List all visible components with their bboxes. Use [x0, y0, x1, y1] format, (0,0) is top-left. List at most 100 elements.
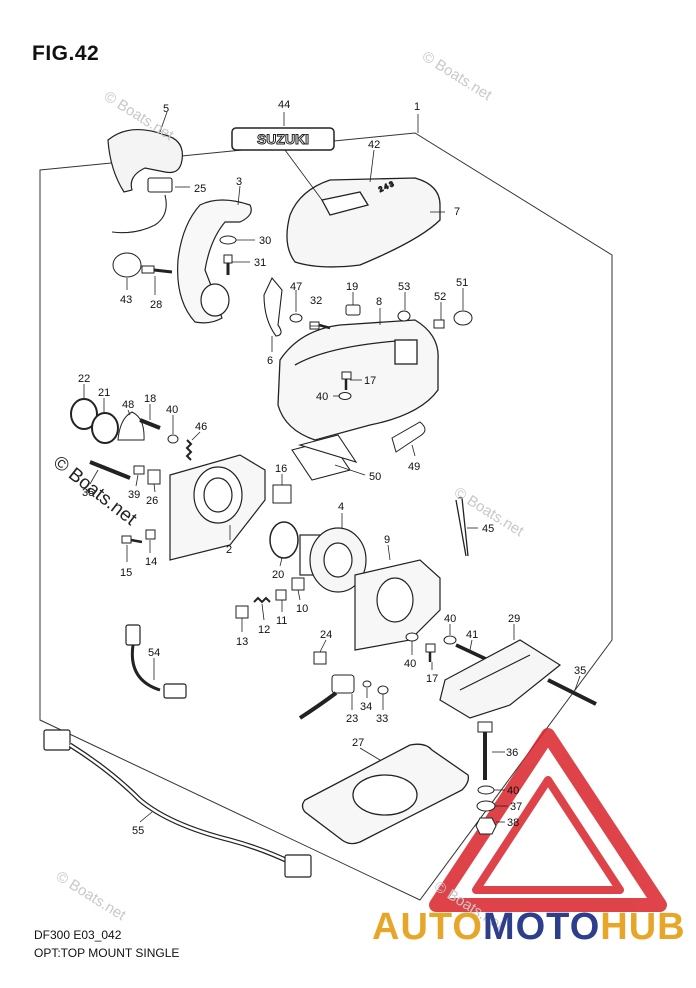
suzuki-emblem-text: SUZUKI [257, 131, 309, 147]
side-housing-2-part [169, 454, 266, 561]
callout-15: 15 [120, 567, 132, 579]
clip-26-part [147, 469, 161, 485]
harness-54-part [125, 624, 187, 699]
callout-23: 23 [346, 713, 358, 725]
callout-42: 42 [368, 139, 380, 151]
screw-35-left-part [89, 460, 131, 480]
callout-6: 6 [267, 355, 273, 367]
callout-39: 39 [128, 489, 140, 501]
screw-35-right-part [547, 678, 597, 706]
top-cover-7-part: 2 4 3 [286, 177, 441, 268]
callout-48: 48 [122, 399, 134, 411]
washer-34-part [362, 680, 372, 688]
cable-tie-45-part [455, 497, 469, 557]
nut-33-part [377, 685, 389, 695]
bracket-29-part [439, 639, 562, 719]
callout-19: 19 [346, 281, 358, 293]
callout-17-lower: 17 [426, 673, 438, 685]
callout-27: 27 [352, 737, 364, 749]
callout-18: 18 [144, 393, 156, 405]
spring-46-part [185, 439, 193, 461]
bolt-36-part [477, 721, 493, 780]
block-13-part [235, 605, 249, 619]
callout-43: 43 [120, 294, 132, 306]
leader-lines [83, 111, 581, 823]
clip-6-part [263, 276, 283, 337]
callout-1: 1 [414, 101, 420, 113]
gear-4-part [299, 527, 367, 593]
callout-9: 9 [384, 534, 390, 546]
callout-17-upper: 17 [364, 375, 376, 387]
callout-52: 52 [434, 291, 446, 303]
callout-24: 24 [320, 629, 332, 641]
callout-37: 37 [510, 801, 522, 813]
automotohub-triangle-logo [429, 728, 667, 912]
screw-14-part [145, 529, 156, 540]
callout-33: 33 [376, 713, 388, 725]
callout-12: 12 [258, 624, 270, 636]
screw-28-part [141, 265, 173, 274]
brand-part-auto: AUTO [372, 906, 483, 948]
block-11-part [275, 589, 287, 601]
callout-40-upper: 40 [316, 391, 328, 403]
suzuki-emblem-part: SUZUKI [231, 127, 335, 151]
callout-10: 10 [296, 603, 308, 615]
ring-20-part [269, 521, 299, 559]
ring-22-part [70, 398, 98, 430]
callout-7: 7 [454, 206, 460, 218]
model-code: DF300 E03_042 [34, 928, 122, 942]
nut-51-part [453, 310, 473, 326]
callout-32: 32 [310, 295, 322, 307]
callout-38: 38 [507, 817, 519, 829]
callout-50: 50 [369, 471, 381, 483]
callout-13: 13 [236, 636, 248, 648]
washer-40-bottom-part [477, 785, 495, 795]
callout-3: 3 [236, 176, 242, 188]
screw-17-lower-part [425, 643, 436, 662]
block-16-part [272, 484, 292, 504]
figure-subtitle: OPT:TOP MOUNT SINGLE [34, 946, 180, 960]
washer-47-part [289, 313, 303, 323]
callout-4: 4 [338, 501, 344, 513]
block-24-part [313, 651, 327, 665]
callout-46: 46 [195, 421, 207, 433]
callout-21: 21 [98, 387, 110, 399]
nut-53-part [397, 310, 411, 322]
callout-2: 2 [226, 544, 232, 556]
switch-23-part [298, 674, 355, 720]
washer-40-left-part [167, 434, 179, 444]
callout-16: 16 [275, 463, 287, 475]
clip-19-part [345, 304, 361, 316]
connector-25-part [111, 177, 173, 234]
screw-41-part [455, 643, 489, 662]
lever-handle-part [107, 129, 183, 193]
arm-bracket-3-part [177, 199, 252, 324]
screw-17-upper-part [341, 371, 352, 390]
housing-9-part [354, 559, 441, 651]
callout-labels: 44 1 5 42 7 25 3 30 31 43 28 47 32 19 8 … [78, 99, 586, 837]
callout-36: 36 [506, 747, 518, 759]
callout-26: 26 [146, 495, 158, 507]
callout-41: 41 [466, 629, 478, 641]
callout-30: 30 [259, 235, 271, 247]
brand-part-moto: MOTO [482, 906, 601, 948]
callout-47: 47 [290, 281, 302, 293]
callout-45: 45 [482, 523, 494, 535]
callout-20: 20 [272, 569, 284, 581]
assembly-boundary [39, 132, 613, 901]
callout-14: 14 [145, 556, 157, 568]
nut-38-part [475, 817, 497, 835]
ring-21-part [91, 412, 119, 444]
callout-31: 31 [254, 257, 266, 269]
callout-29: 29 [508, 613, 520, 625]
figure-title: FIG.42 [32, 42, 100, 65]
automotohub-wordmark: AUTOMOTOHUB [372, 906, 686, 949]
callout-28: 28 [150, 299, 162, 311]
callout-54: 54 [148, 647, 160, 659]
screw-18-part [139, 418, 161, 430]
callout-34: 34 [360, 701, 372, 713]
callout-11: 11 [276, 615, 287, 627]
callout-55: 55 [132, 825, 144, 837]
screw-52-part [433, 319, 445, 329]
callout-22: 22 [78, 373, 90, 385]
